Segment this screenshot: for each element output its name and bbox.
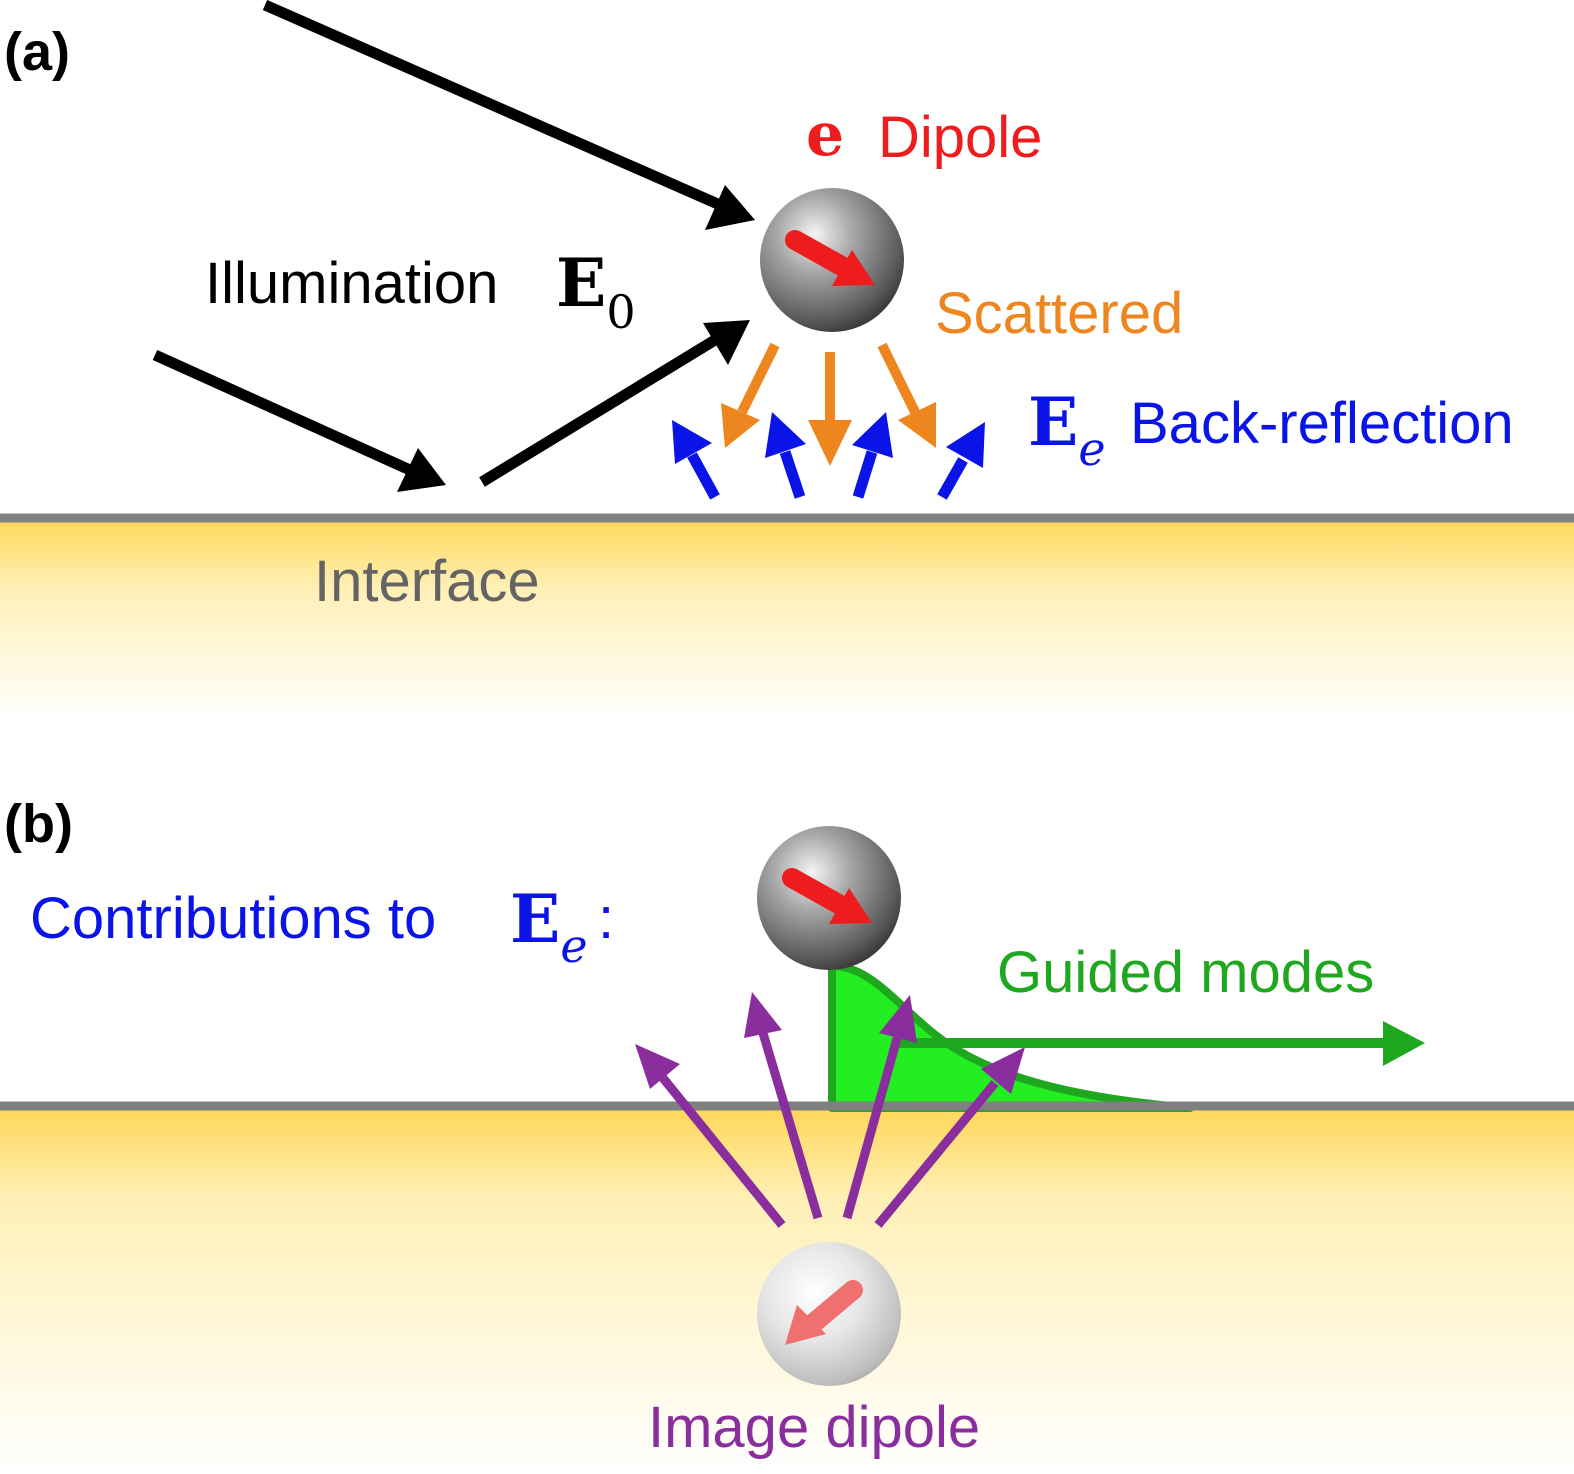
backreflection-arrow-2 — [765, 412, 806, 499]
dipole-sphere — [760, 188, 904, 332]
backreflection-arrow-3 — [852, 412, 893, 499]
dipole-symbol: e — [806, 100, 844, 170]
illumination-arrow-top — [262, 0, 755, 230]
guided-mode-arrow — [895, 1021, 1425, 1066]
dipole-label: Dipole — [878, 105, 1042, 170]
scattered-arrow-right — [877, 342, 936, 448]
image-arrow-1 — [635, 1044, 786, 1228]
contributions-label: Contributions to — [30, 886, 436, 951]
illumination-arrows — [152, 0, 755, 492]
panel-b-label: (b) — [4, 794, 73, 854]
image-arrow-2 — [744, 992, 823, 1220]
interface-label: Interface — [314, 549, 540, 614]
substrate-a — [0, 520, 1574, 720]
illumination-symbol: E0 — [556, 244, 636, 339]
contributions-symbol-sub: e — [560, 919, 587, 973]
scattered-arrows — [721, 342, 936, 466]
contributions-symbol-main: E — [510, 880, 560, 958]
illumination-arrow-reflected — [479, 320, 750, 487]
dipole-sphere-b — [757, 826, 901, 970]
dipole-arrow-icon — [785, 230, 875, 286]
image-dipole-sphere — [757, 1242, 901, 1386]
panel-a-label: (a) — [4, 22, 70, 82]
backreflection-label: Back-reflection — [1130, 391, 1514, 456]
scattered-arrow-center — [808, 352, 852, 466]
guided-modes-label: Guided modes — [997, 940, 1374, 1005]
illumination-symbol-sub: 0 — [606, 285, 635, 339]
image-arrow-3 — [842, 995, 917, 1220]
backreflection-arrows — [672, 412, 985, 500]
scattered-arrow-left — [721, 342, 780, 448]
contributions-colon: : — [598, 886, 614, 951]
image-dipole-label: Image dipole — [648, 1395, 980, 1460]
image-dipole-arrow-icon — [785, 1280, 863, 1345]
panel-b: (b) Contributions to Ee : Guided modes — [0, 794, 1574, 1474]
backreflection-symbol: Ee — [1028, 383, 1106, 476]
illumination-arrow-incoming — [152, 349, 446, 492]
contributions-text: Contributions to — [30, 886, 436, 951]
illumination-symbol-main: E — [556, 244, 606, 322]
dipole-arrow-icon-b — [782, 868, 872, 924]
backreflection-arrow-4 — [937, 422, 985, 500]
backreflection-symbol-main: E — [1028, 383, 1078, 461]
panel-a: (a) Illumination E0 — [0, 0, 1574, 720]
backreflection-arrow-1 — [672, 420, 720, 500]
backreflection-symbol-sub: e — [1078, 422, 1105, 476]
illumination-label: Illumination — [205, 251, 498, 316]
contributions-symbol: Ee — [510, 880, 588, 973]
image-arrow-4 — [874, 1047, 1025, 1228]
scattered-label: Scattered — [935, 281, 1183, 346]
image-dipole-arrows — [635, 992, 1025, 1228]
